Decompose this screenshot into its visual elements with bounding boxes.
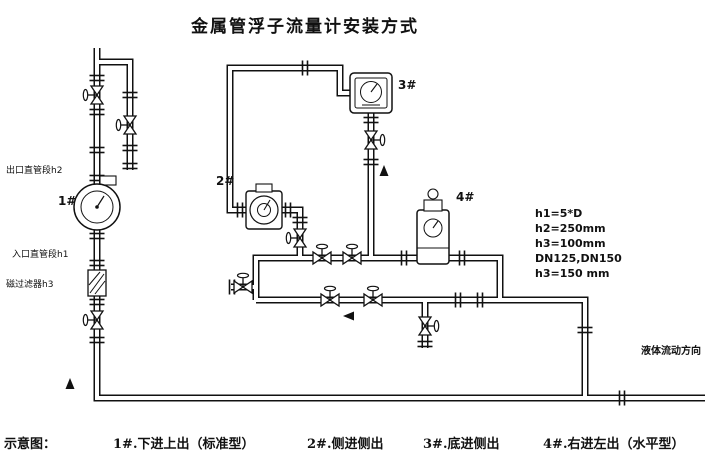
flowmeter-4 [416,188,450,265]
spec-line: h1=5*D [535,207,583,220]
spec-line: h2=250mm [535,222,606,235]
up-arrow-icon [379,165,389,176]
label-flow-direction: 液体流动方向 [641,346,701,357]
legend-item-1: 1#.下进上出（标准型） [113,437,255,452]
flowmeter-1 [73,175,121,231]
label-meter-3: 3# [398,78,417,92]
spec-notes: h1=5*D h2=250mm h3=100mm DN125,DN150 h3=… [535,206,622,281]
label-inlet-straight: 入口直管段h1 [12,250,69,260]
label-meter-4: 4# [456,190,475,204]
spec-line: DN125,DN150 [535,252,622,265]
spec-line: h3=100mm [535,237,606,250]
legend-item-3: 3#.底进侧出 [423,437,500,452]
magnetic-filter [87,269,107,297]
flowmeter-2 [245,183,283,230]
legend-item-4: 4#.右进左出（水平型） [543,437,685,452]
label-outlet-straight: 出口直管段h2 [6,166,63,176]
left-arrow-icon [343,311,354,321]
label-magnetic-filter: 磁过滤器h3 [6,280,54,290]
up-arrow-icon [65,378,75,389]
legend-item-2: 2#.侧进侧出 [307,437,384,452]
legend-prefix: 示意图： [4,437,57,452]
page-title: 金属管浮子流量计安装方式 [191,17,419,37]
spec-line: h3=150 mm [535,267,610,280]
label-meter-1: 1# [58,194,77,208]
flowmeter-3 [349,72,393,114]
pipe-bores [95,48,705,400]
label-meter-2: 2# [216,174,235,188]
